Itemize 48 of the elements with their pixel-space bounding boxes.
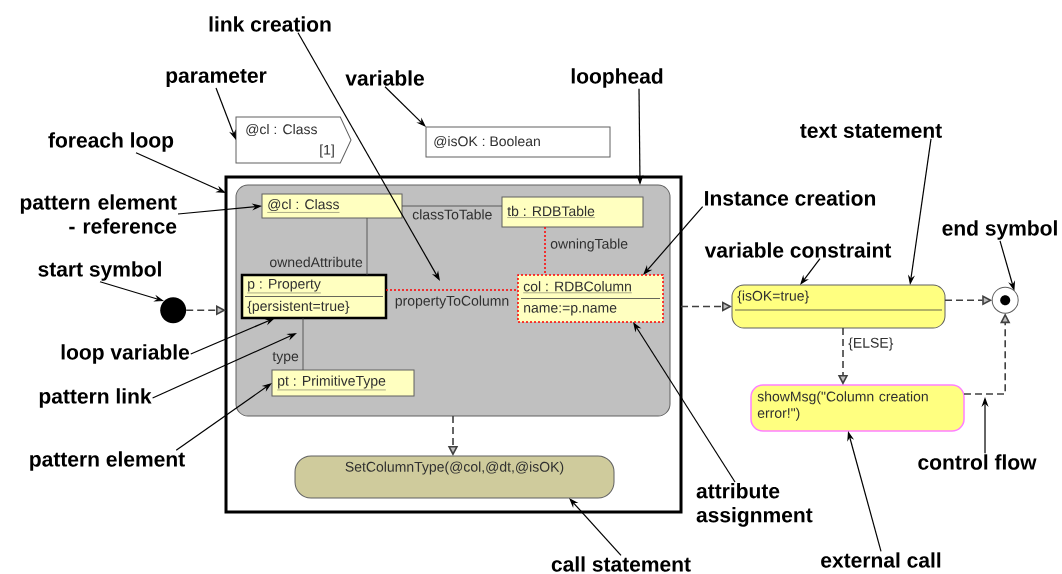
start-symbol bbox=[160, 297, 187, 324]
leader-line bbox=[175, 383, 272, 451]
parameter-box: @cl : Class [1] bbox=[235, 116, 352, 164]
leader-line bbox=[384, 86, 426, 127]
object-box: @cl : Class bbox=[261, 193, 403, 219]
leader-line bbox=[800, 258, 821, 285]
edge-label: propertyToColumn bbox=[393, 294, 511, 310]
link-line bbox=[366, 217, 368, 276]
annotation-text: pattern element - reference bbox=[20, 194, 177, 234]
annotation-text: parameter bbox=[166, 69, 267, 88]
edge-label: {ELSE} bbox=[847, 336, 895, 352]
annotation-text: call statement bbox=[551, 556, 691, 572]
leader-line bbox=[633, 322, 736, 483]
annotation-text: pattern link bbox=[39, 388, 152, 408]
annotation-text: external call bbox=[821, 552, 941, 568]
annotation-text: loophead bbox=[571, 68, 663, 88]
leader-line bbox=[297, 32, 440, 281]
annotation-text: foreach loop bbox=[48, 132, 174, 152]
annotation-text: control flow bbox=[918, 454, 1037, 470]
edge-label: type bbox=[271, 351, 300, 365]
link-line bbox=[302, 317, 304, 371]
object-box: p : Property {persistent=true} bbox=[240, 273, 388, 320]
object-box: pt : PrimitiveType bbox=[271, 369, 415, 397]
leader-line bbox=[569, 498, 622, 556]
annotation-text: Instance creation bbox=[705, 190, 876, 206]
object-box: tb : RDBTable bbox=[501, 196, 644, 228]
loop-frame bbox=[224, 175, 683, 514]
link-line bbox=[385, 289, 519, 291]
annotation-text: text statement bbox=[800, 124, 942, 138]
link-line bbox=[401, 205, 503, 207]
annotation-text: attribute assignment bbox=[696, 483, 813, 527]
external-call-box: showMsg("Column creation error!") bbox=[750, 384, 965, 432]
annotation-text: pattern element bbox=[30, 451, 185, 471]
annotation-text: variable constraint bbox=[704, 242, 892, 258]
edge-label: classToTable bbox=[411, 208, 494, 221]
edge-label: owningTable bbox=[549, 237, 630, 253]
annotation-text: loop variable bbox=[61, 344, 190, 364]
call-statement-box: SetColumnType(@col,@dt,@isOK) bbox=[294, 455, 615, 499]
end-symbol bbox=[991, 286, 1019, 314]
object-box: col : RDBColumn name:=p.name bbox=[517, 274, 664, 323]
annotation-text: start symbol bbox=[38, 261, 161, 281]
statement-box: {isOK=true} bbox=[731, 284, 946, 329]
variable-box: @isOK : Boolean bbox=[425, 126, 611, 158]
leader-line bbox=[643, 206, 704, 275]
annotation-text: link creation bbox=[209, 16, 331, 32]
annotation-text: end symbol bbox=[942, 220, 1057, 240]
annotation-text: variable bbox=[345, 70, 424, 86]
link-line bbox=[544, 226, 546, 276]
